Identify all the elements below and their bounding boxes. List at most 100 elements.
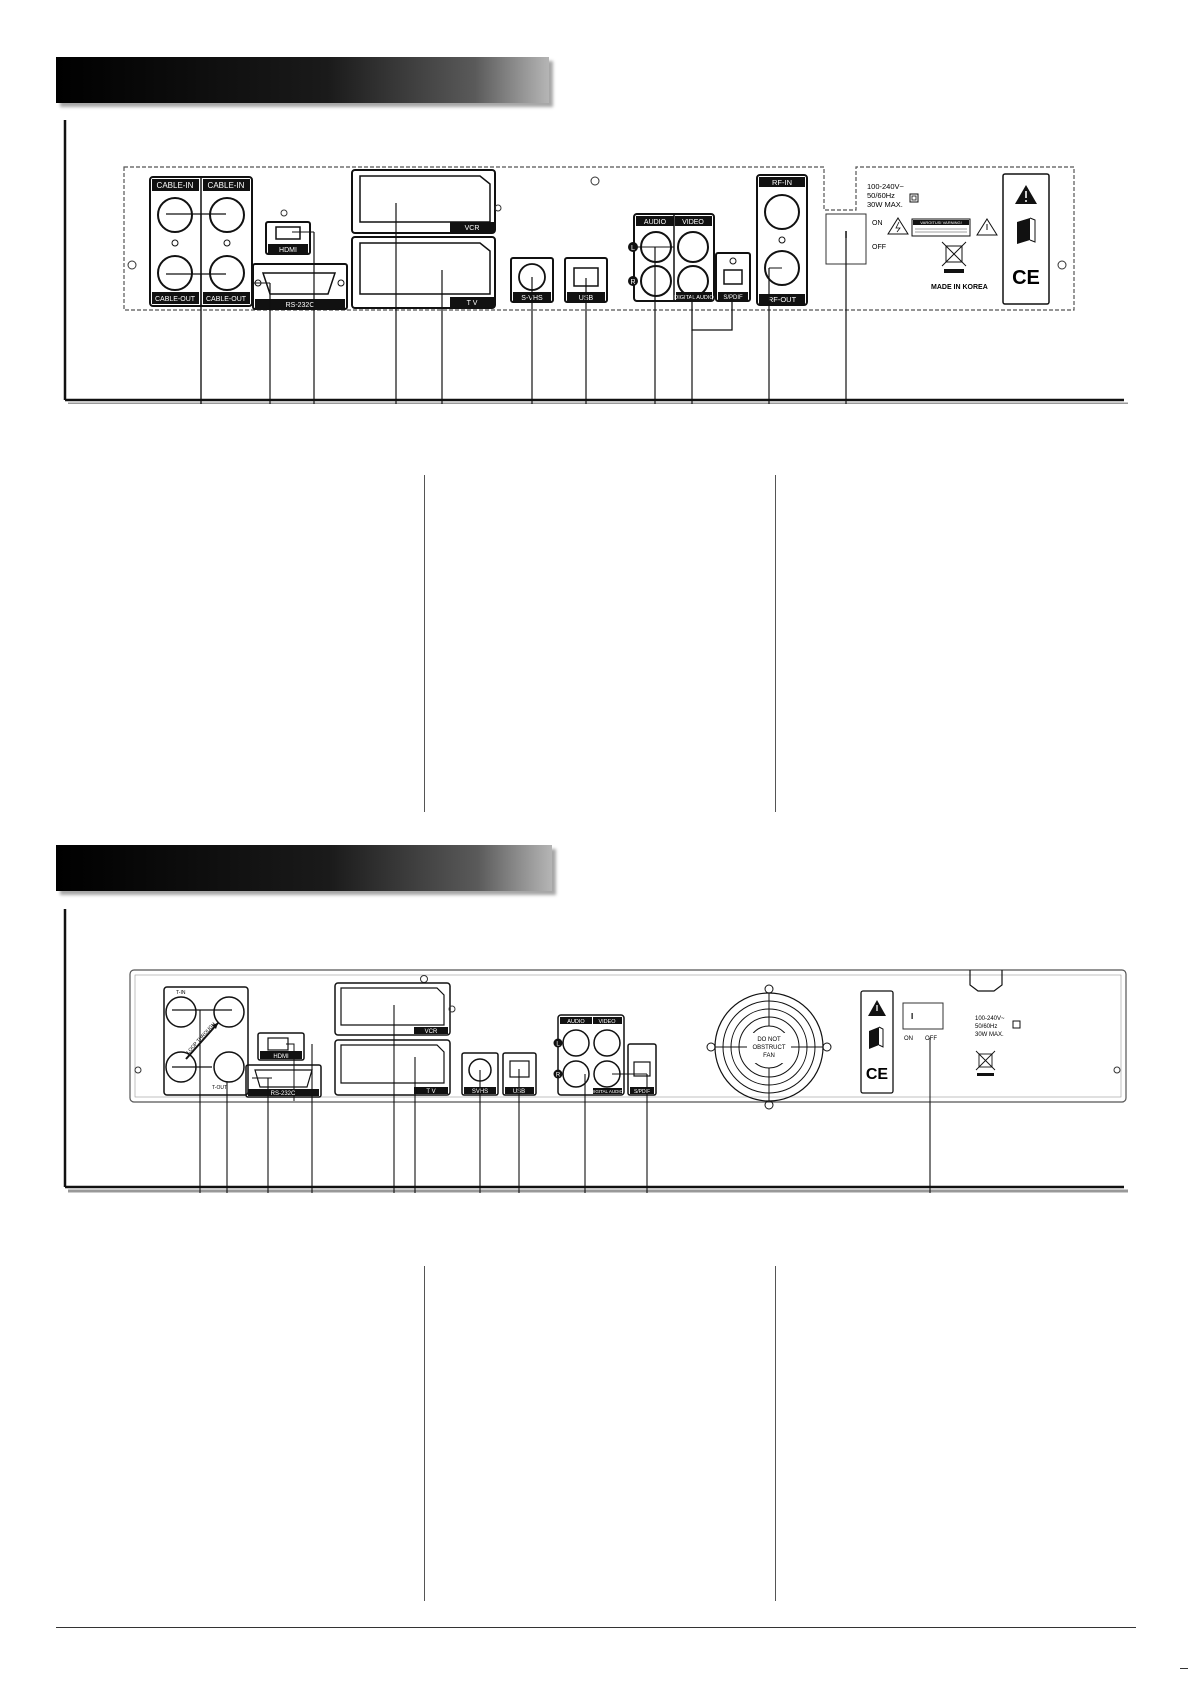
column-divider-right xyxy=(775,1266,776,1601)
cable-out-connector-2 xyxy=(209,255,245,291)
video-connector xyxy=(593,1029,621,1057)
rs232c-label: RS-232C xyxy=(271,1091,296,1097)
ce-mark: CE xyxy=(1012,267,1040,289)
vcr-scart-port xyxy=(340,987,445,1026)
rf-out-label: RF-OUT xyxy=(768,295,797,304)
video-connector xyxy=(677,231,709,263)
power-rating-frequency: 50/60Hz xyxy=(867,191,895,200)
spdif-port-frame xyxy=(715,252,751,302)
loop-through-arrow xyxy=(185,1022,219,1060)
rf-out-connector xyxy=(764,250,800,286)
power-switch-mark: I xyxy=(911,1012,913,1021)
audio-label: AUDIO xyxy=(567,1019,585,1025)
screw-hole xyxy=(1057,260,1067,270)
audio-l-connector xyxy=(562,1029,590,1057)
footer-rule xyxy=(56,1627,1136,1628)
spdif-label: S/PDIF xyxy=(723,295,743,301)
rs232c-port-frame xyxy=(245,1064,322,1098)
audio-r-mark: R xyxy=(630,279,635,286)
column-divider-left xyxy=(424,475,425,812)
panel-2-leader-lines xyxy=(199,1005,931,1193)
spdif-port xyxy=(633,1061,651,1077)
digital-audio-label: DIGITAL AUDIO xyxy=(674,295,714,301)
screw-hole xyxy=(127,260,137,270)
digital-audio-connector xyxy=(677,265,709,297)
on-label: ON xyxy=(872,220,883,227)
weee-bin-icon xyxy=(941,241,967,273)
panel-2-frame: T-IN LOOP THROUGH T-OUT HDMI RS-232C VCR… xyxy=(62,907,1128,1193)
hdmi-port-frame xyxy=(265,221,311,255)
power-rating-voltage: 100-240V~ xyxy=(975,1016,1005,1022)
caution-warning-icon xyxy=(976,218,998,236)
tv-scart-port xyxy=(340,1044,445,1084)
hdmi-port xyxy=(267,1037,289,1051)
double-insulation-icon xyxy=(909,193,919,203)
power-rating-voltage: 100-240V~ xyxy=(867,182,905,191)
fan-warning-line-2: OBSTRUCT xyxy=(753,1045,786,1051)
t-in-label: T-IN xyxy=(176,990,186,996)
rf-in-label: RF-IN xyxy=(772,178,792,187)
audio-label: AUDIO xyxy=(644,219,667,226)
weee-bin-icon xyxy=(975,1050,996,1076)
fan-warning-line-3: FAN xyxy=(763,1053,775,1059)
cable-in-connector-2 xyxy=(209,197,245,233)
vcr-scart-port xyxy=(359,175,491,223)
column-divider-right xyxy=(775,475,776,812)
page-edge-mark xyxy=(1180,1668,1188,1669)
hdmi-label: HDMI xyxy=(273,1054,289,1060)
rs232c-label: RS-232C xyxy=(286,302,315,309)
safety-label-plate xyxy=(1002,173,1050,305)
digital-audio-label: DIGITAL AUDIO xyxy=(591,1089,624,1094)
warning-label-box xyxy=(911,218,971,237)
cable-out-connector-1 xyxy=(157,255,193,291)
cable-in-connector-1 xyxy=(157,197,193,233)
t-out-label: T-OUT xyxy=(212,1085,227,1091)
vcr-label: VCR xyxy=(425,1029,438,1035)
spdif-port-frame xyxy=(627,1043,657,1096)
power-rating-wattage: 30W MAX. xyxy=(867,200,903,209)
hdmi-port xyxy=(275,226,301,240)
tv-scart-frame xyxy=(334,1039,451,1096)
panel-2-rear-diagram: T-IN LOOP THROUGH T-OUT HDMI RS-232C VCR… xyxy=(63,909,1128,1193)
cable-in-label-1: CABLE-IN xyxy=(157,181,194,190)
panel-1-frame: CABLE-IN CABLE-IN CABLE-OUT CABLE-OUT HD… xyxy=(62,118,1128,404)
t-in-connector-1 xyxy=(165,996,197,1028)
t-out-connector-2 xyxy=(213,1051,245,1083)
power-switch xyxy=(902,1002,944,1030)
panel-1-leader-lines xyxy=(200,203,847,404)
warning-label-text: VAROITUS! VARNING! xyxy=(920,220,961,225)
vcr-label: VCR xyxy=(465,225,480,232)
audio-r-connector xyxy=(640,265,672,297)
tv-label: T V xyxy=(467,300,478,307)
chassis-outline xyxy=(129,969,1127,1103)
hdmi-port-frame xyxy=(257,1032,305,1061)
panel-1-rear-diagram: CABLE-IN CABLE-IN CABLE-OUT CABLE-OUT HD… xyxy=(63,120,1128,404)
rf-connector-frame xyxy=(756,174,808,306)
audio-r-connector xyxy=(562,1060,590,1088)
tv-scart-port xyxy=(359,242,491,295)
rs232c-port xyxy=(261,272,337,295)
column-divider-left xyxy=(424,1266,425,1601)
screw-hole xyxy=(590,176,600,186)
ce-mark: CE xyxy=(866,1066,889,1083)
chassis-outline xyxy=(123,166,1075,311)
loop-through-label: LOOP THROUGH xyxy=(186,1021,218,1055)
power-switch-mark: I xyxy=(845,230,848,241)
power-rating-wattage: 30W MAX. xyxy=(975,1032,1004,1038)
power-rating-frequency: 50/60Hz xyxy=(975,1024,997,1030)
tuner-connector-block xyxy=(163,986,249,1096)
video-label: VIDEO xyxy=(598,1019,616,1025)
manual-book-icon xyxy=(1017,218,1030,244)
safety-label-plate xyxy=(860,990,894,1094)
on-label: ON xyxy=(904,1036,913,1042)
off-label: OFF xyxy=(925,1036,937,1042)
power-cord-inlet xyxy=(969,970,1003,992)
tv-scart-frame xyxy=(351,236,496,309)
audio-r-mark: R xyxy=(556,1073,561,1079)
cable-in-label-2: CABLE-IN xyxy=(208,181,245,190)
off-label: OFF xyxy=(872,244,886,251)
av-connector-frame xyxy=(557,1014,625,1096)
cable-out-label-1: CABLE-OUT xyxy=(155,296,196,303)
spdif-label: S/PDIF xyxy=(634,1089,650,1095)
tv-label: T V xyxy=(426,1089,435,1095)
